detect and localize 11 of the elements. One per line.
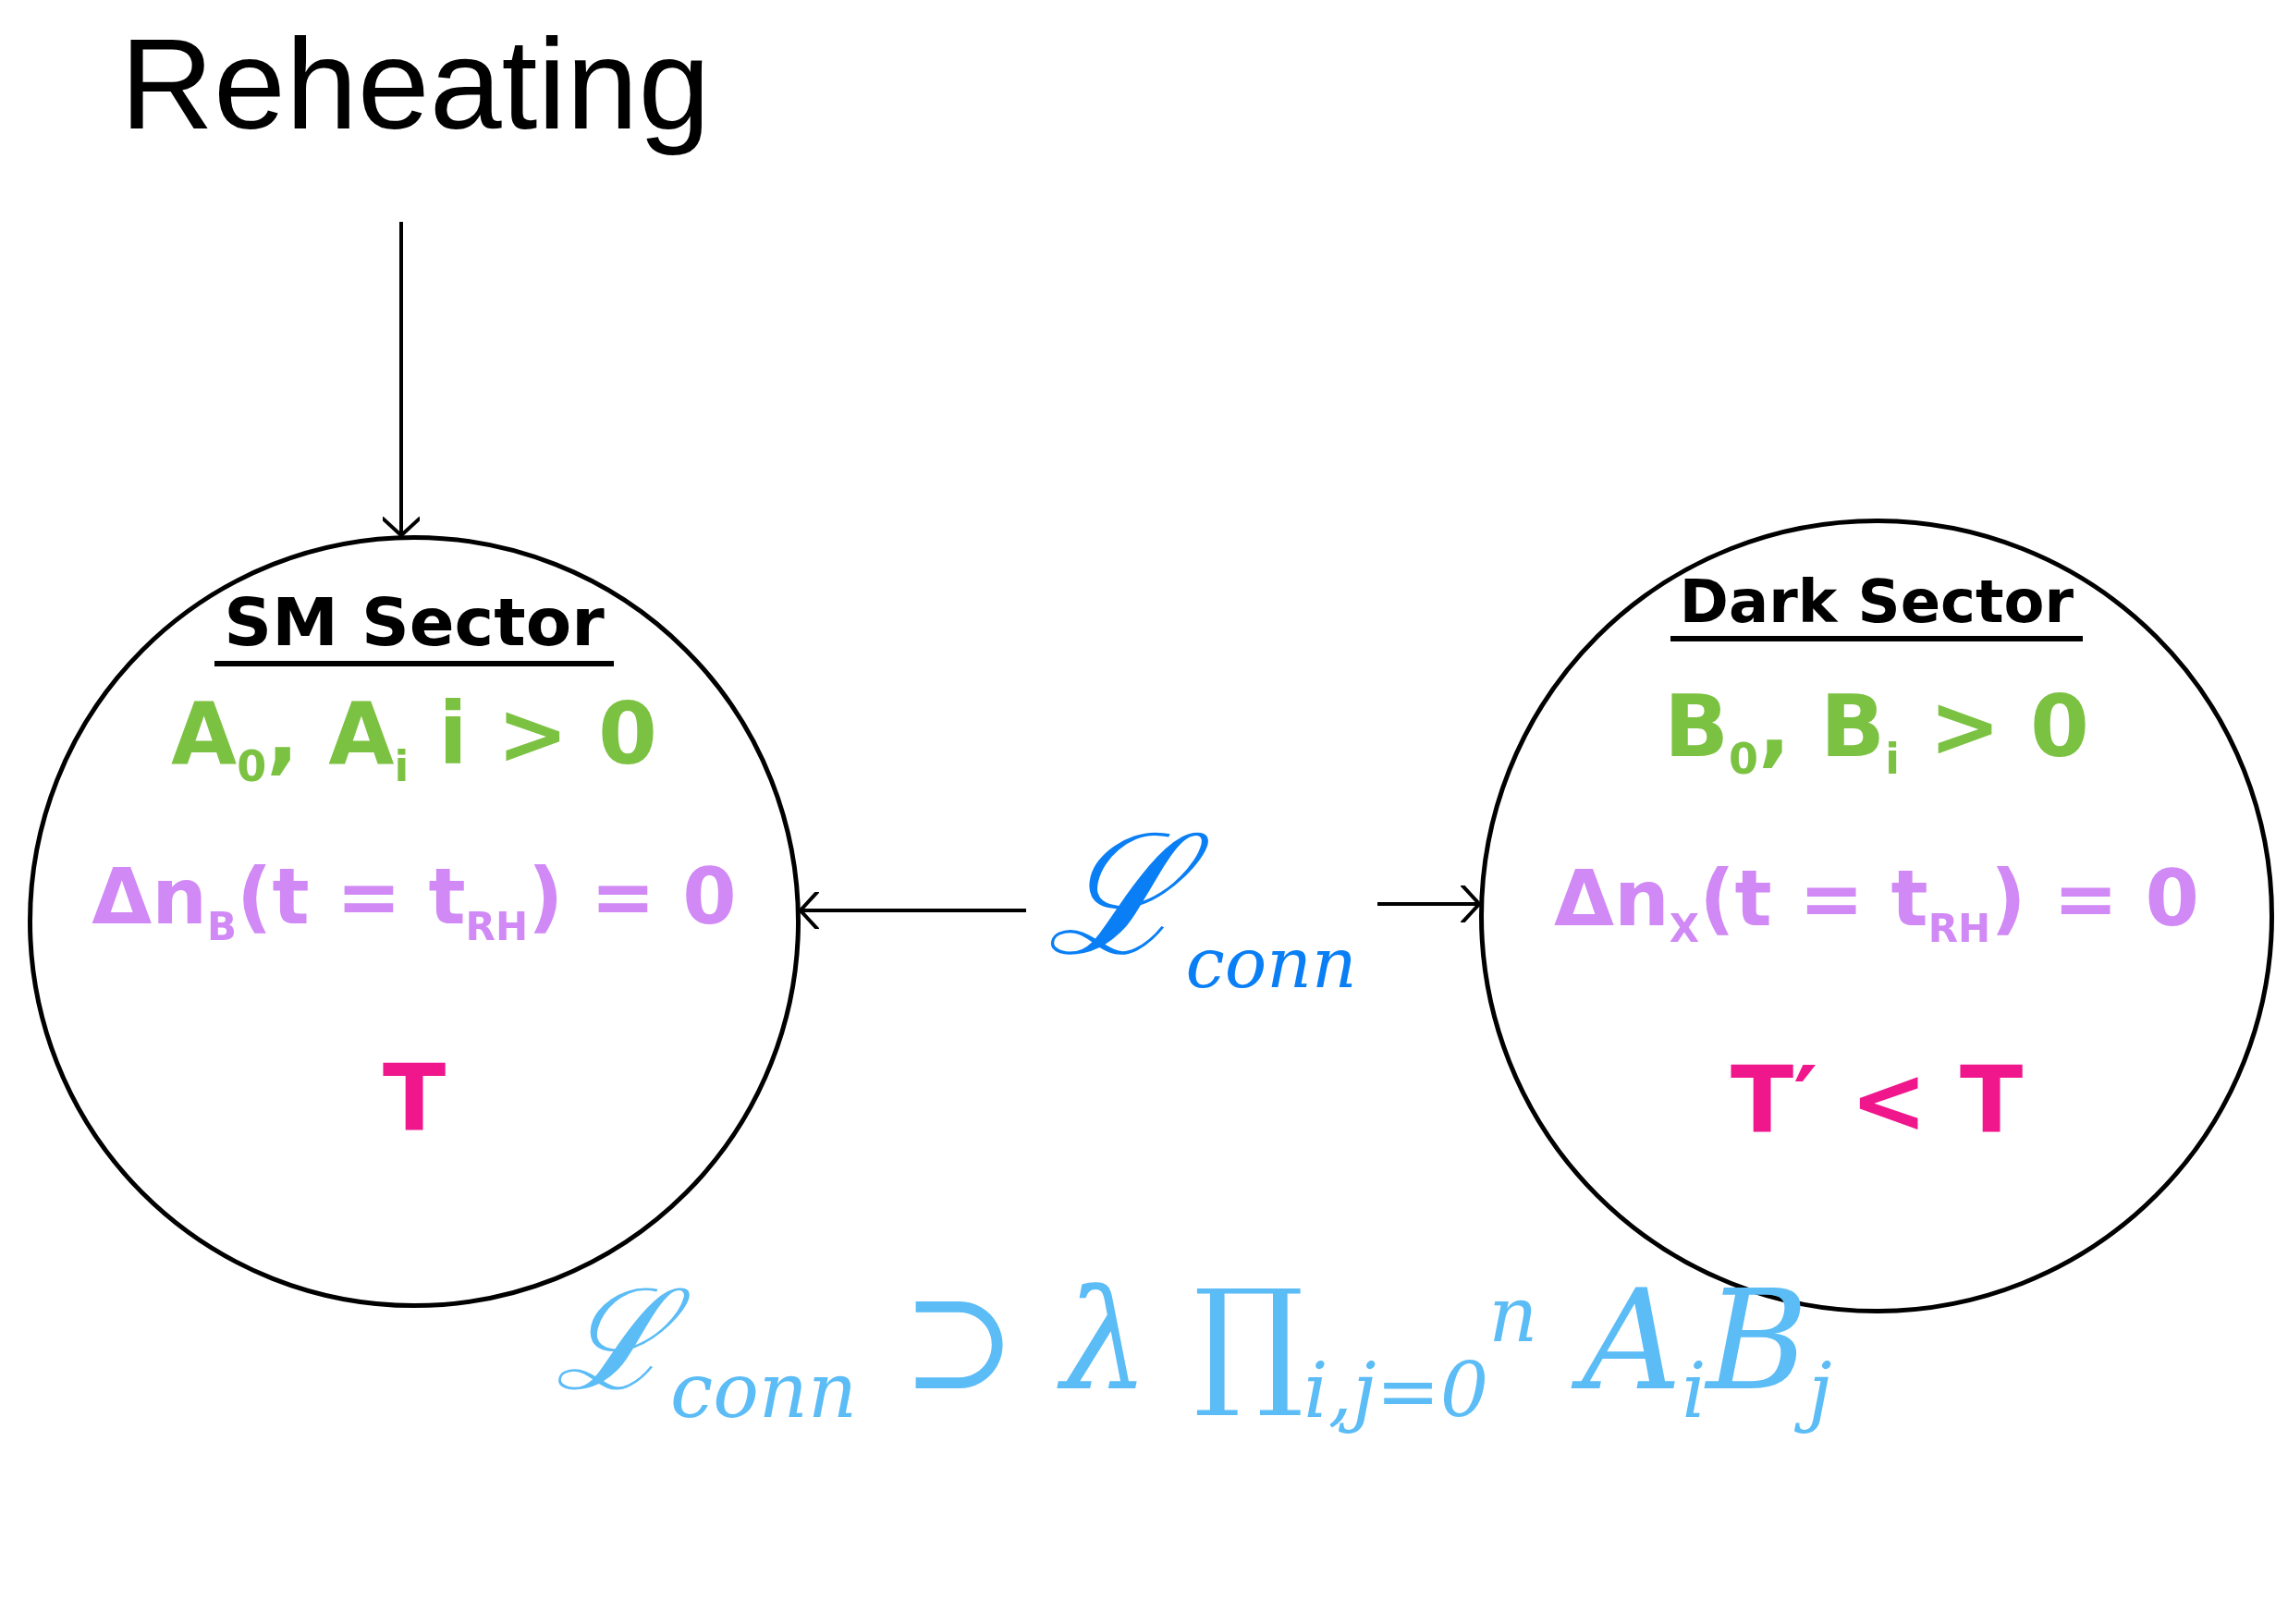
sector-heading: Dark Sector xyxy=(1670,569,2084,642)
temperature-label: T′ < T xyxy=(1730,1050,2024,1152)
title: Reheating xyxy=(120,10,711,158)
field-list: B$_{0}$, B$_{i}$ > 0 xyxy=(1663,680,2090,783)
lagrangian-symbol: ℒ$_{conn}$ xyxy=(1046,804,1357,1003)
temperature-label: T xyxy=(382,1048,447,1150)
field-list: A$_{0}$, A$_{i}$ i > 0 xyxy=(171,688,657,790)
sector-heading: SM Sector xyxy=(214,586,614,667)
asymmetry-condition: Δn$_{B}$(t = t$_{RH}$) = 0 xyxy=(92,854,737,948)
asymmetry-condition: Δn$_{X}$(t = t$_{RH}$) = 0 xyxy=(1554,856,2199,950)
lagrangian-formula: ℒ$_{conn}$ ⊃ λ ∏$_{i,j=0}$$^{n}$ A$_{i}$B$_{j}$ xyxy=(555,1259,1832,1436)
